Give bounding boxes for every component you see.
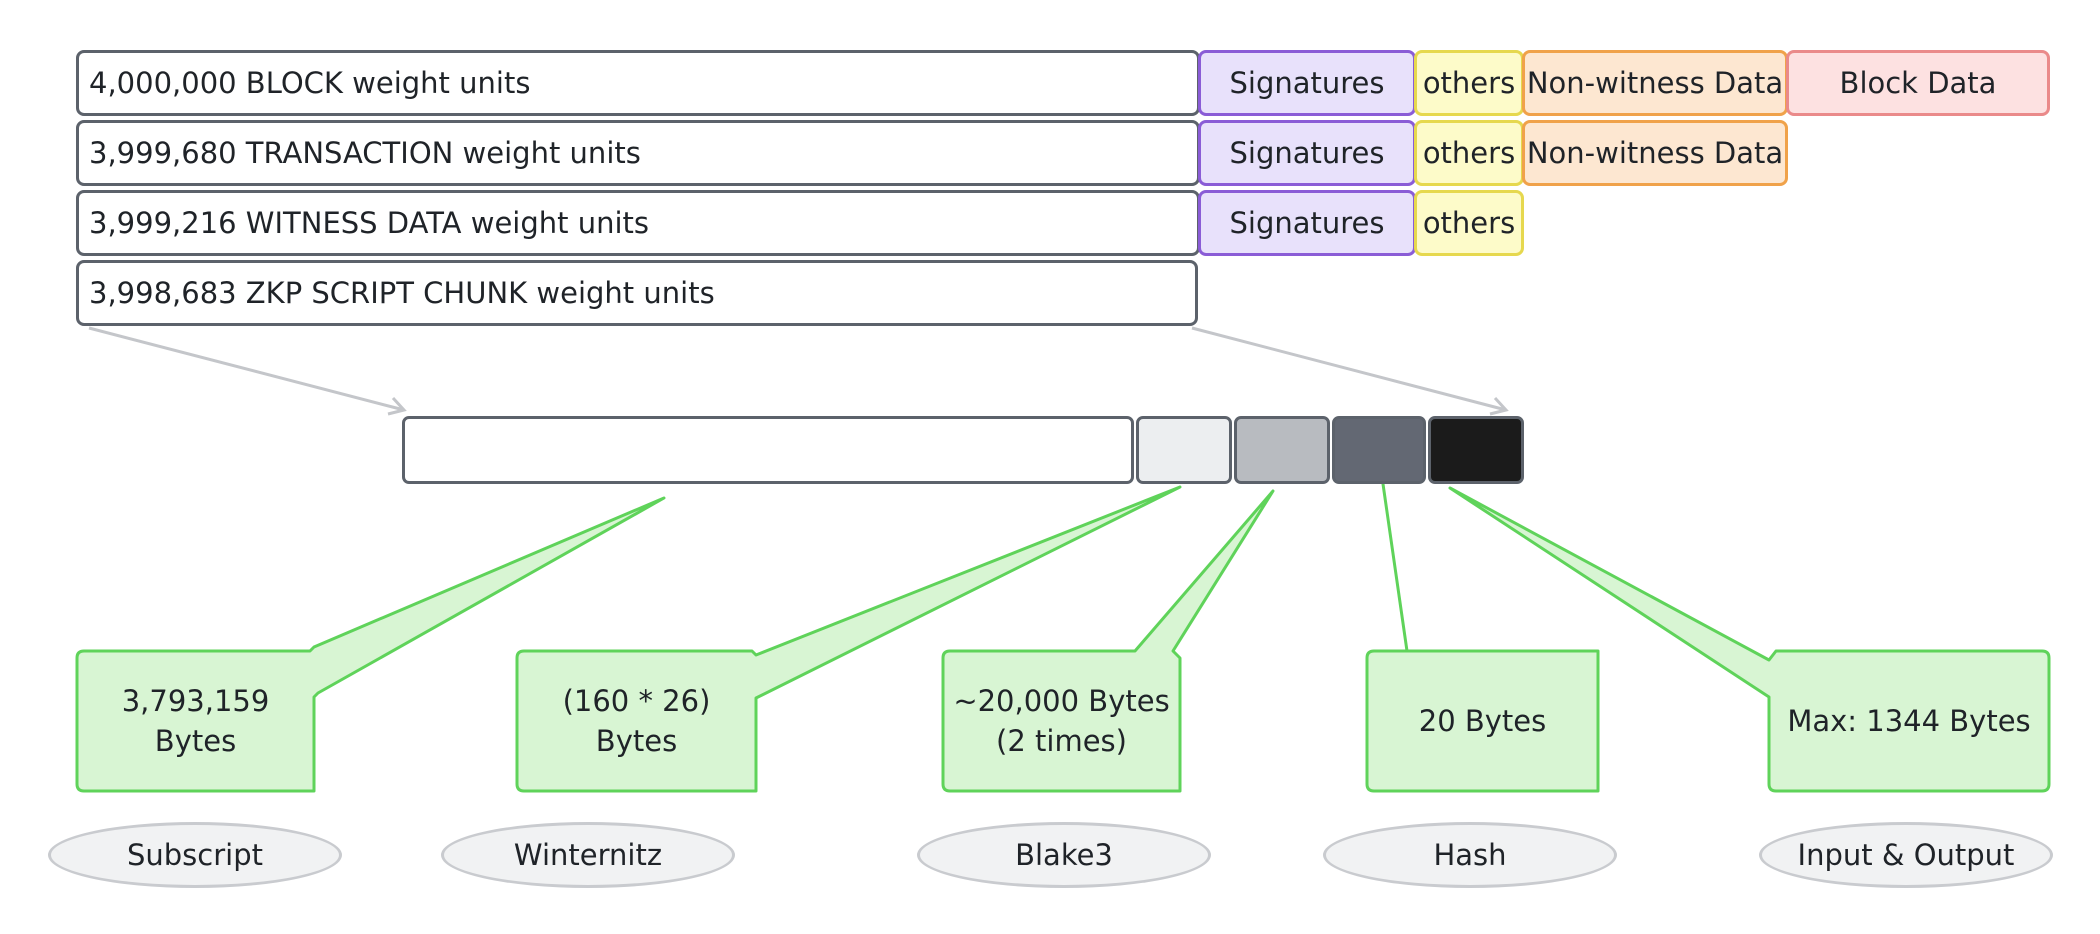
label-hash: Hash xyxy=(1323,822,1617,888)
zkp-chunk-weight-box: 3,998,683 ZKP SCRIPT CHUNK weight units xyxy=(76,260,1198,326)
non-witness-segment-block: Non-witness Data xyxy=(1522,50,1788,116)
block-weight-box: 4,000,000 BLOCK weight units xyxy=(76,50,1200,116)
others-segment-transaction: others xyxy=(1414,120,1524,186)
others-segment-block: others xyxy=(1414,50,1524,116)
signatures-segment-block: Signatures xyxy=(1198,50,1416,116)
chunk-input-output-part xyxy=(1428,416,1524,484)
callout-subscript-text: 3,793,159 Bytes xyxy=(121,684,270,758)
callout-hash-text: 20 Bytes xyxy=(1418,704,1547,738)
signatures-segment-transaction: Signatures xyxy=(1198,120,1416,186)
zoom-arrow-left xyxy=(88,326,405,412)
callout-winternitz-text: (160 * 26) Bytes xyxy=(562,684,711,758)
transaction-weight-box: 3,999,680 TRANSACTION weight units xyxy=(76,120,1200,186)
zoom-arrow-left-head xyxy=(387,396,407,416)
signatures-segment-witness: Signatures xyxy=(1198,190,1416,256)
block-data-segment: Block Data xyxy=(1786,50,2050,116)
non-witness-segment-transaction: Non-witness Data xyxy=(1522,120,1788,186)
chunk-blake3-part xyxy=(1234,416,1330,484)
label-input-output: Input & Output xyxy=(1759,822,2053,888)
label-subscript: Subscript xyxy=(48,822,342,888)
callout-input-output-text: Max: 1344 Bytes xyxy=(1787,704,2031,738)
others-segment-witness: others xyxy=(1414,190,1524,256)
callout-blake3-text: ~20,000 Bytes (2 times) xyxy=(953,684,1170,758)
chunk-hash-part xyxy=(1332,416,1426,484)
chunk-subscript-part xyxy=(402,416,1134,484)
witness-weight-box: 3,999,216 WITNESS DATA weight units xyxy=(76,190,1200,256)
label-blake3: Blake3 xyxy=(917,822,1211,888)
zoom-arrow-right-head xyxy=(1489,396,1509,416)
chunk-winternitz-part xyxy=(1136,416,1232,484)
zoom-arrow-right xyxy=(1191,326,1507,412)
label-winternitz: Winternitz xyxy=(441,822,735,888)
